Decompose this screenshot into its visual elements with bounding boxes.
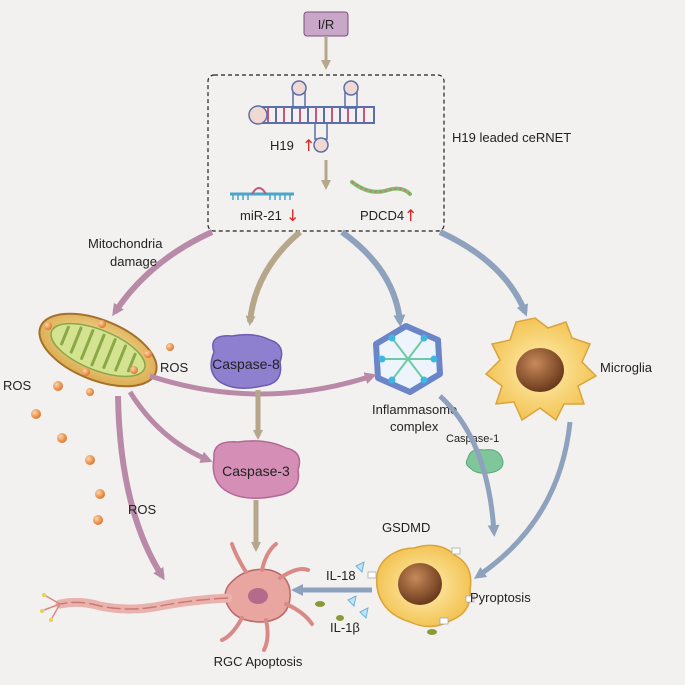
microglia-cell-icon bbox=[484, 317, 598, 422]
h19-up-arrow: ↑ bbox=[302, 136, 315, 155]
arrow-ros-to-neuron bbox=[115, 395, 165, 581]
h19-rna-icon bbox=[248, 80, 375, 153]
inflammasome-complex-icon bbox=[373, 323, 443, 395]
mito-damage-label-2: damage bbox=[110, 254, 157, 269]
ros-label-left: ROS bbox=[3, 378, 32, 393]
mir21-label: miR-21 bbox=[240, 208, 282, 223]
ir-trigger-box: I/R bbox=[303, 11, 349, 37]
inflammasome-label-2: complex bbox=[390, 419, 439, 434]
ros-bead-cluster bbox=[31, 320, 174, 525]
caspase1-blob bbox=[465, 449, 504, 474]
arrow-to-mitochondria bbox=[112, 229, 214, 317]
il18-label: IL-18 bbox=[326, 568, 356, 583]
caspase8-blob bbox=[210, 333, 283, 389]
cytokine-particles bbox=[315, 561, 369, 621]
arrow-microglia-to-pyroptosis bbox=[473, 421, 573, 579]
arrow-to-inflammasome bbox=[340, 229, 406, 327]
arrow-to-caspase8 bbox=[245, 229, 302, 326]
caspase3-blob bbox=[212, 440, 301, 499]
cernet-box bbox=[207, 74, 445, 232]
mir21-rna-icon bbox=[230, 187, 294, 200]
pdcd4-label: PDCD4 bbox=[360, 208, 404, 223]
caspase3-label: Caspase-3 bbox=[222, 463, 290, 479]
mito-damage-label-1: Mitochondria bbox=[88, 236, 163, 251]
microglia-label: Microglia bbox=[600, 360, 653, 375]
rgc-apoptosis-label: RGC Apoptosis bbox=[214, 654, 303, 669]
mir21-down-arrow: ↓ bbox=[286, 206, 299, 225]
arrow-inflammasome-to-pyroptosis bbox=[438, 394, 500, 537]
rgc-neuron-icon bbox=[40, 542, 314, 652]
il1b-label: IL-1β bbox=[330, 620, 360, 635]
pdcd4-up-arrow: ↑ bbox=[404, 206, 417, 225]
inflammasome-label-1: Inflammasome bbox=[372, 402, 457, 417]
ros-label-bottom: ROS bbox=[128, 502, 157, 517]
pdcd4-rna-icon bbox=[350, 180, 412, 196]
arrow-mito-to-caspase3 bbox=[127, 390, 213, 463]
cernet-title: H19 leaded ceRNET bbox=[452, 130, 571, 145]
arrow-to-microglia bbox=[438, 229, 528, 317]
pyroptosis-label: Pyroptosis bbox=[470, 590, 531, 605]
ros-label-right: ROS bbox=[160, 360, 189, 375]
pyroptotic-cell-icon bbox=[367, 544, 475, 635]
ir-trigger-label: I/R bbox=[318, 17, 335, 32]
mitochondrion-icon bbox=[38, 312, 158, 388]
caspase8-label: Caspase-8 bbox=[212, 356, 280, 372]
h19-label: H19 bbox=[270, 138, 294, 153]
gsdmd-label: GSDMD bbox=[382, 520, 430, 535]
